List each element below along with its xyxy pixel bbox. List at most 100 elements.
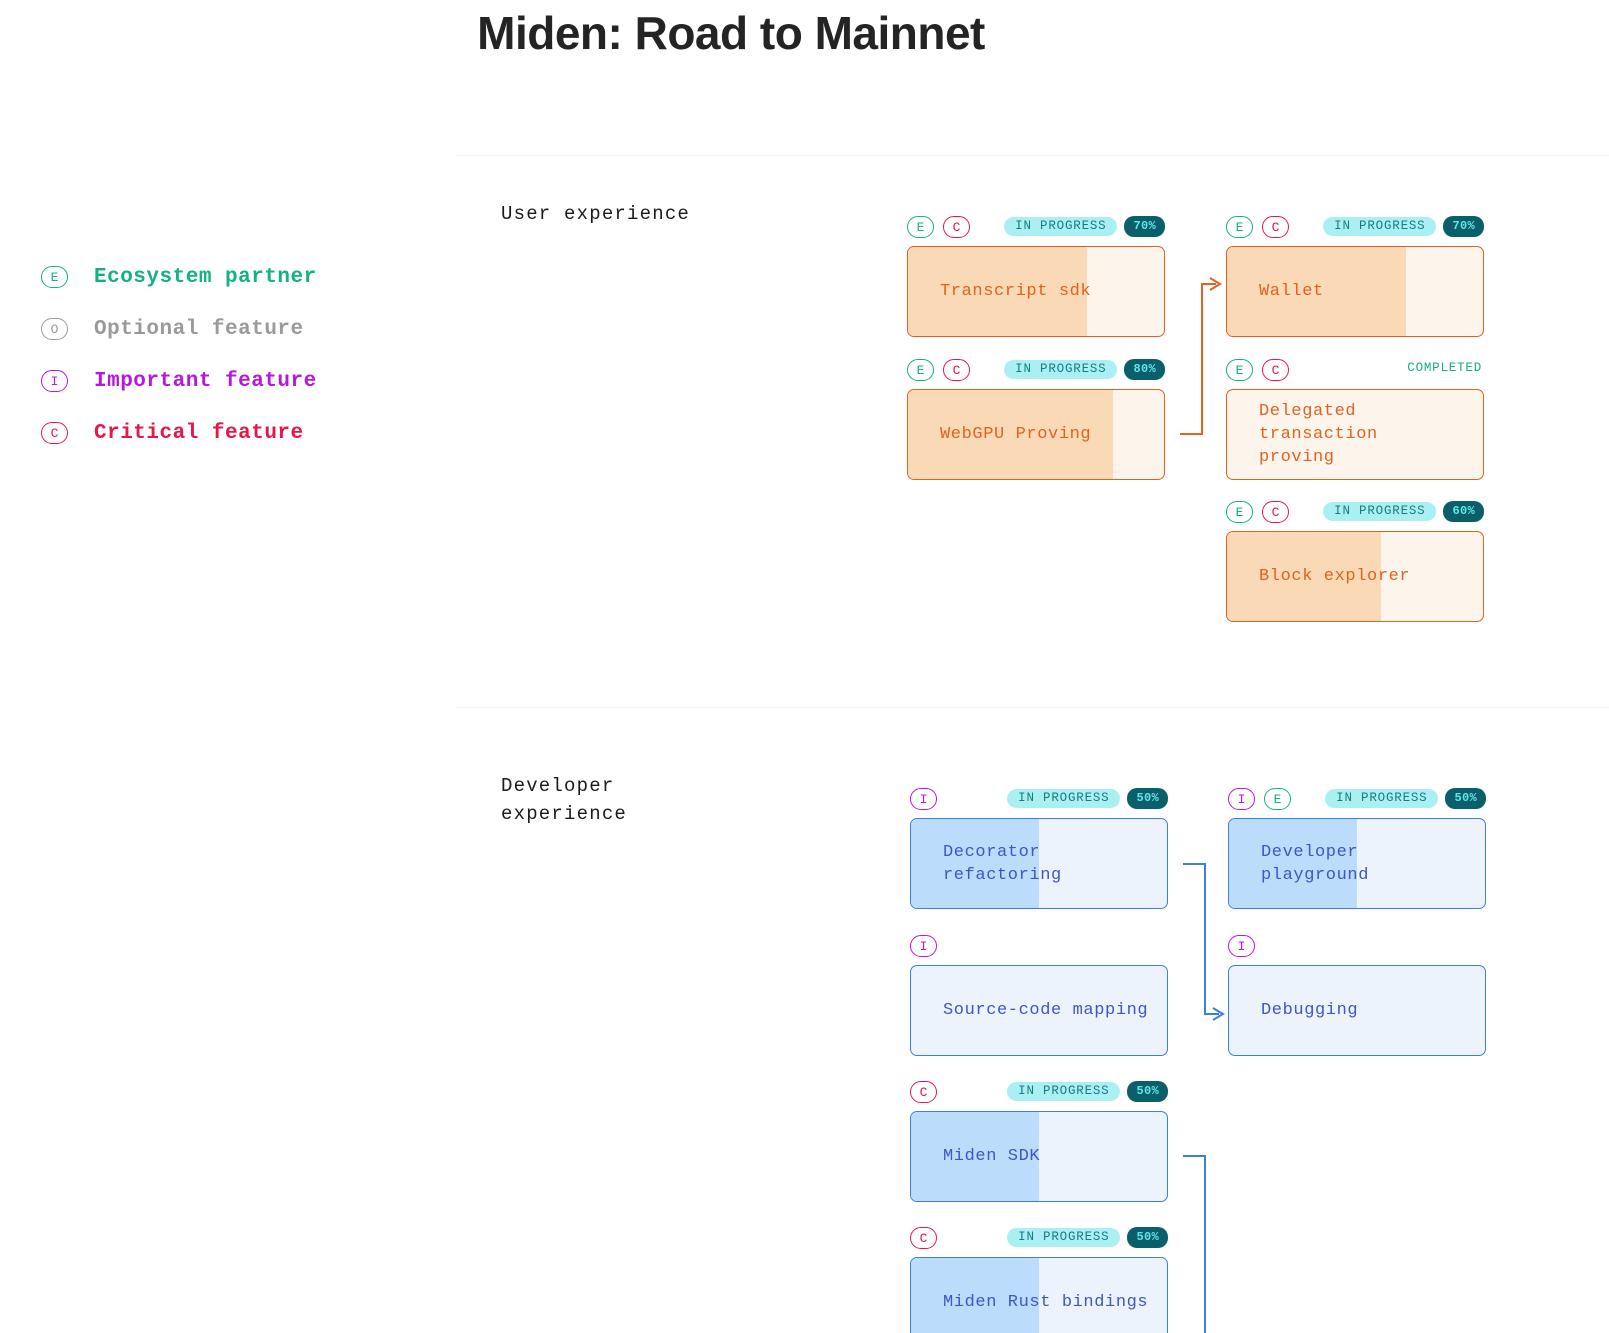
card-title: Miden Rust bindings — [943, 1293, 1149, 1312]
status-badge: IN PROGRESS — [1325, 788, 1439, 809]
ecosystem-partner-tag-icon: E — [907, 359, 934, 381]
card-status-group: IN PROGRESS 50% — [1325, 788, 1486, 809]
card-body[interactable]: Block explorer — [1226, 531, 1484, 622]
card-body[interactable]: Debugging — [1228, 965, 1486, 1056]
card-title: Decorator refactoring — [943, 842, 1062, 885]
progress-badge: 60% — [1443, 501, 1484, 522]
progress-fill — [1229, 819, 1357, 908]
ecosystem-partner-tag-icon: E — [1226, 501, 1253, 523]
card-meta: C IN PROGRESS 50% — [910, 1227, 1168, 1249]
status-badge: IN PROGRESS — [1004, 216, 1118, 237]
card-title: Delegated transaction proving — [1259, 402, 1378, 467]
card-source-code-mapping[interactable]: I Source-code mapping — [910, 935, 1168, 1056]
card-meta: C IN PROGRESS 50% — [910, 1081, 1168, 1103]
section-divider-top — [456, 155, 1609, 156]
card-meta: I — [910, 935, 1168, 957]
card-meta: I E IN PROGRESS 50% — [1228, 788, 1486, 810]
card-body[interactable]: WebGPU Proving — [907, 389, 1165, 480]
progress-fill — [908, 247, 1088, 336]
card-miden-sdk[interactable]: C IN PROGRESS 50% Miden SDK — [910, 1081, 1168, 1202]
progress-fill — [911, 819, 1039, 908]
card-body[interactable]: Source-code mapping — [910, 965, 1168, 1056]
ecosystem-partner-tag-icon: E — [41, 266, 68, 288]
card-body[interactable]: Decorator refactoring — [910, 818, 1168, 909]
important-feature-tag-icon: I — [41, 370, 68, 392]
progress-badge: 70% — [1124, 216, 1165, 237]
card-title: Source-code mapping — [943, 1001, 1149, 1020]
card-status-group: IN PROGRESS 70% — [1004, 216, 1165, 237]
card-delegated-transaction-proving[interactable]: E C COMPLETED Delegated transaction prov… — [1226, 359, 1484, 480]
status-badge: IN PROGRESS — [1007, 1227, 1121, 1248]
card-developer-playground[interactable]: I E IN PROGRESS 50% Developer playground — [1228, 788, 1486, 909]
legend: E Ecosystem partner O Optional feature I… — [41, 258, 317, 466]
card-body[interactable]: Miden SDK — [910, 1111, 1168, 1202]
progress-fill — [908, 390, 1113, 479]
status-badge: IN PROGRESS — [1323, 501, 1437, 522]
card-miden-rust-bindings[interactable]: C IN PROGRESS 50% Miden Rust bindings — [910, 1227, 1168, 1333]
status-badge: IN PROGRESS — [1323, 216, 1437, 237]
connector-orange — [1180, 276, 1236, 441]
legend-label: Critical feature — [94, 421, 304, 445]
connector-blue-top — [1183, 856, 1239, 1021]
card-meta: E C IN PROGRESS 70% — [1226, 216, 1484, 238]
card-status-group: IN PROGRESS 50% — [1007, 788, 1168, 809]
critical-feature-tag-icon: C — [1262, 216, 1289, 238]
progress-fill — [911, 1258, 1039, 1333]
critical-feature-tag-icon: C — [41, 422, 68, 444]
card-meta: E C IN PROGRESS 70% — [907, 216, 1165, 238]
card-title: Wallet — [1259, 282, 1324, 301]
page-title: Miden: Road to Mainnet — [477, 7, 985, 59]
optional-feature-tag-icon: O — [41, 318, 68, 340]
card-body[interactable]: Miden Rust bindings — [910, 1257, 1168, 1333]
card-wallet[interactable]: E C IN PROGRESS 70% Wallet — [1226, 216, 1484, 337]
important-feature-tag-icon: I — [1228, 788, 1255, 810]
card-status-group: IN PROGRESS 50% — [1007, 1081, 1168, 1102]
legend-label: Optional feature — [94, 317, 304, 341]
card-body[interactable]: Wallet — [1226, 246, 1484, 337]
card-body[interactable]: Developer playground — [1228, 818, 1486, 909]
card-title: Debugging — [1261, 1001, 1359, 1020]
card-meta: E C IN PROGRESS 60% — [1226, 501, 1484, 523]
progress-fill — [911, 1112, 1039, 1201]
connector-blue-bottom — [1183, 1148, 1239, 1333]
card-transcript-sdk[interactable]: E C IN PROGRESS 70% Transcript sdk — [907, 216, 1165, 337]
card-body[interactable]: Transcript sdk — [907, 246, 1165, 337]
progress-fill — [1227, 247, 1407, 336]
card-title: Transcript sdk — [940, 282, 1092, 301]
card-status-group: IN PROGRESS 60% — [1323, 501, 1484, 522]
critical-feature-tag-icon: C — [910, 1227, 937, 1249]
card-block-explorer[interactable]: E C IN PROGRESS 60% Block explorer — [1226, 501, 1484, 622]
status-badge: IN PROGRESS — [1007, 1081, 1121, 1102]
legend-label: Important feature — [94, 369, 317, 393]
section-divider-middle — [456, 707, 1609, 708]
card-title: Miden SDK — [943, 1147, 1041, 1166]
ecosystem-partner-tag-icon: E — [1226, 359, 1253, 381]
progress-badge: 50% — [1127, 1081, 1168, 1102]
card-decorator-refactoring[interactable]: I IN PROGRESS 50% Decorator refactoring — [910, 788, 1168, 909]
progress-badge: 50% — [1445, 788, 1486, 809]
status-badge: IN PROGRESS — [1007, 788, 1121, 809]
legend-item-critical-feature: C Critical feature — [41, 414, 317, 452]
card-debugging[interactable]: I Debugging — [1228, 935, 1486, 1056]
card-status-group: IN PROGRESS 70% — [1323, 216, 1484, 237]
card-body[interactable]: Delegated transaction proving — [1226, 389, 1484, 480]
card-title: Block explorer — [1259, 567, 1411, 586]
progress-badge: 50% — [1127, 1227, 1168, 1248]
important-feature-tag-icon: I — [910, 935, 937, 957]
card-meta: E C COMPLETED — [1226, 359, 1484, 381]
legend-item-optional-feature: O Optional feature — [41, 310, 317, 348]
card-title: WebGPU Proving — [940, 425, 1092, 444]
card-webgpu-proving[interactable]: E C IN PROGRESS 80% WebGPU Proving — [907, 359, 1165, 480]
progress-badge: 50% — [1127, 788, 1168, 809]
important-feature-tag-icon: I — [910, 788, 937, 810]
ecosystem-partner-tag-icon: E — [907, 216, 934, 238]
status-badge: IN PROGRESS — [1004, 359, 1118, 380]
card-title: Developer playground — [1261, 842, 1370, 885]
card-meta: I IN PROGRESS 50% — [910, 788, 1168, 810]
ecosystem-partner-tag-icon: E — [1226, 216, 1253, 238]
section-label-developer-experience: Developer experience — [501, 775, 628, 825]
progress-badge: 70% — [1443, 216, 1484, 237]
card-status-group: IN PROGRESS 50% — [1007, 1227, 1168, 1248]
critical-feature-tag-icon: C — [943, 359, 970, 381]
